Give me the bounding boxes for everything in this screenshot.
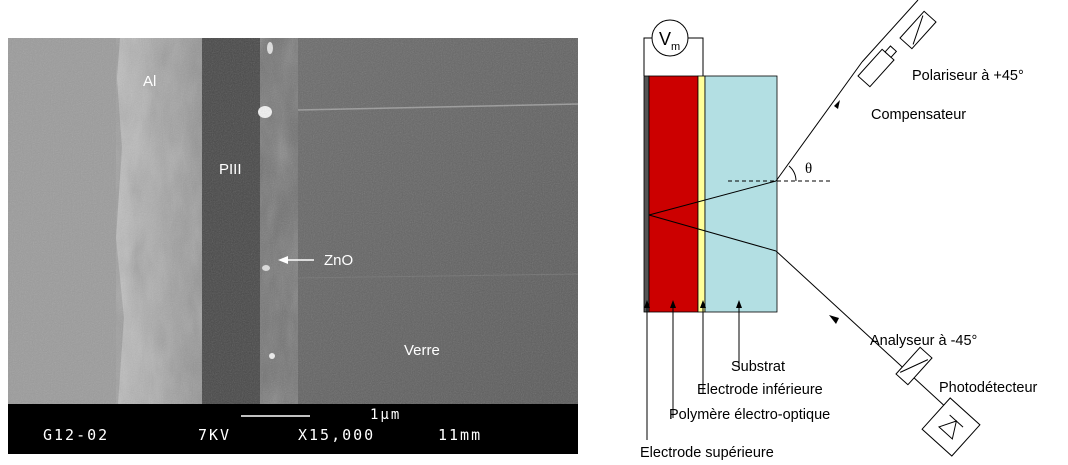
sem-magnification: X15,000	[298, 426, 375, 444]
measurement-setup-diagram: Vm θ Polariseur à +45° Compensateur Anal…	[640, 0, 1038, 461]
polymer-layer	[648, 75, 699, 313]
label-electrode-inferieure: Electrode inférieure	[697, 382, 823, 398]
sem-sample-id: G12-02	[43, 426, 109, 444]
sem-label-piii: PIII	[219, 161, 242, 178]
sem-label-zno: ZnO	[324, 252, 353, 269]
compensateur-icon	[857, 45, 898, 88]
photodetector-icon	[921, 397, 981, 457]
label-photodetecteur: Photodétecteur	[939, 380, 1038, 396]
label-substrat: Substrat	[731, 359, 785, 375]
label-polariseur: Polariseur à +45°	[912, 68, 1024, 84]
sem-info-bar	[8, 404, 578, 454]
voltmeter-symbol: Vm	[659, 29, 680, 53]
sem-working-distance: 11mm	[438, 426, 482, 444]
substrate-layer	[704, 75, 778, 313]
bottom-electrode-layer	[697, 75, 706, 313]
reflected-beam	[775, 250, 950, 411]
voltmeter-wire	[643, 37, 652, 76]
sem-micrograph: Al PIII ZnO Verre 1µm G12-02 7KV X15,000…	[8, 38, 578, 454]
label-analyseur: Analyseur à -45°	[870, 333, 977, 349]
angle-arc	[788, 165, 797, 182]
label-polymere-electro-optique: Polymère électro-optique	[669, 407, 830, 423]
sem-label-al: Al	[143, 73, 156, 90]
polariseur-icon	[899, 10, 937, 50]
angle-theta-label: θ	[805, 161, 812, 177]
label-electrode-superieure: Electrode supérieure	[640, 445, 774, 461]
incident-beam	[775, 61, 863, 182]
top-electrode-layer	[643, 75, 650, 313]
sem-voltage: 7KV	[198, 426, 231, 444]
voltmeter-icon	[651, 19, 689, 57]
sem-scale-label: 1µm	[370, 407, 401, 423]
analyseur-icon	[895, 346, 933, 386]
label-compensateur: Compensateur	[871, 107, 966, 123]
sem-label-verre: Verre	[404, 342, 440, 359]
